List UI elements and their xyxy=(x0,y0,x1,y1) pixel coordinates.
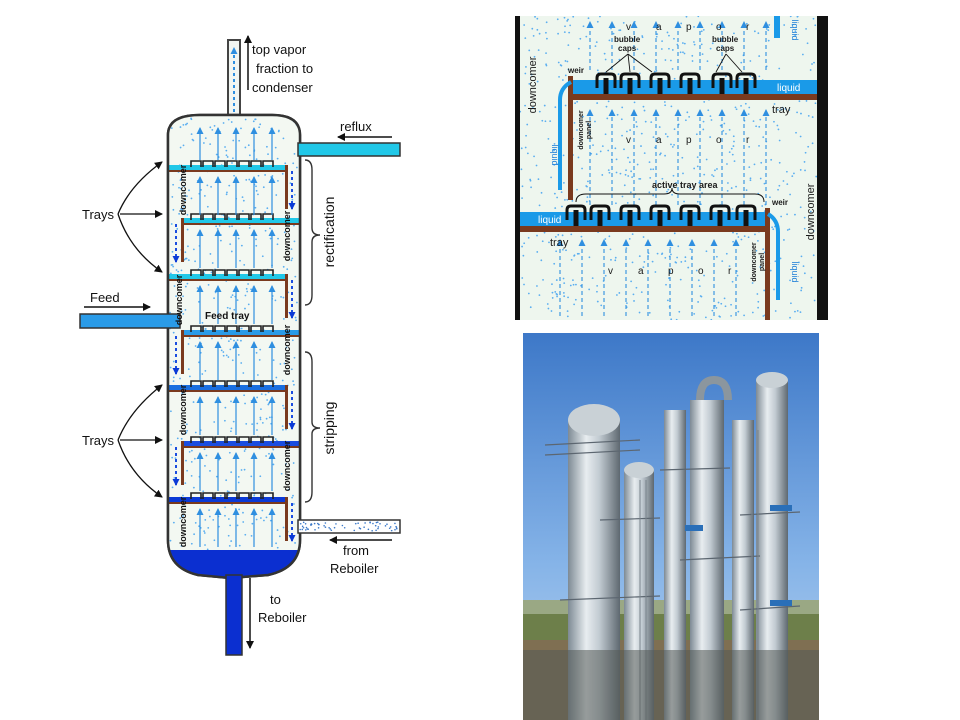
photo-column-5 xyxy=(732,420,754,720)
bubble-caps-right-label-2: caps xyxy=(716,44,735,53)
vapor-letter: v xyxy=(608,266,613,277)
photo-column-3 xyxy=(664,410,686,720)
column-diagram: top vapor fraction to condenser reflux F… xyxy=(79,35,401,656)
bubble-cap xyxy=(565,204,587,220)
bubble-cap xyxy=(679,204,701,220)
downcomer-panel-lower-label: downcomer xyxy=(751,242,758,282)
downcomer-label: downcomer xyxy=(178,164,188,215)
column-tray xyxy=(168,165,286,170)
downcomer-label: downcomer xyxy=(174,274,184,325)
to-label: to xyxy=(270,592,281,607)
downcomer-label: downcomer xyxy=(282,210,292,261)
vapor-letter: o xyxy=(716,135,722,146)
bubble-cap xyxy=(589,204,611,220)
bubble-cap xyxy=(619,204,641,220)
to-reboiler-label: Reboiler xyxy=(258,610,307,625)
vapor-letter: v xyxy=(626,22,631,33)
bubble-cap xyxy=(735,72,757,88)
vapor-letter: p xyxy=(686,22,692,33)
top-vapor-label: top vapor xyxy=(252,42,307,57)
tray-detail-diagram: bubble caps bubble caps weir liquid tray… xyxy=(515,16,828,320)
vapor-letter: p xyxy=(668,266,674,277)
bubble-cap xyxy=(679,72,701,88)
vapor-letter: o xyxy=(698,266,704,277)
from-label: from xyxy=(343,543,369,558)
bubble-caps-left-label-2: caps xyxy=(618,44,637,53)
column-tray xyxy=(168,385,286,390)
downcomer-left-label: downcomer xyxy=(527,56,539,113)
weir-upper-label: weir xyxy=(567,66,584,75)
vapor-letter: r xyxy=(746,135,750,146)
downcomer-label: downcomer xyxy=(178,496,188,547)
weir-lower-label: weir xyxy=(771,198,788,207)
liquid-upper-label: liquid xyxy=(777,83,800,94)
bubble-caps-left-label: bubble xyxy=(614,35,641,44)
lower-tray-liquid xyxy=(520,212,770,226)
vapor-letter: a xyxy=(638,266,644,277)
vapor-letter: a xyxy=(656,135,662,146)
downcomer-right-label: downcomer xyxy=(805,183,817,240)
bubble-cap xyxy=(619,72,641,88)
reflux-label: reflux xyxy=(340,119,372,134)
tray-lower-label: tray xyxy=(550,237,569,249)
feed-tray-label: Feed tray xyxy=(205,311,250,322)
vapor-letter: r xyxy=(746,22,750,33)
bubble-cap xyxy=(709,204,731,220)
from-reboiler-label: Reboiler xyxy=(330,561,379,576)
column-tray xyxy=(182,441,300,446)
distillation-columns-photo xyxy=(523,333,819,720)
liquid-left-label: liquid xyxy=(550,144,560,165)
vapor-letter: r xyxy=(728,266,732,277)
column-tray xyxy=(182,330,300,335)
liquid-lower-label: liquid xyxy=(538,215,561,226)
trays-lower-label: Trays xyxy=(82,433,115,448)
vapor-letter: o xyxy=(716,22,722,33)
upper-downcomer-panel xyxy=(568,100,573,200)
liquid-right-label: liquid xyxy=(790,261,800,282)
stripping-label: stripping xyxy=(321,402,337,455)
downcomer-panel-upper-label: downcomer xyxy=(578,110,585,150)
rectification-label: rectification xyxy=(321,197,337,268)
panel-upper-label: panel xyxy=(586,121,593,139)
reflux-pipe xyxy=(297,142,401,157)
active-tray-area-label: active tray area xyxy=(652,180,719,190)
bubble-cap xyxy=(595,72,617,88)
trays-upper-label: Trays xyxy=(82,207,115,222)
condenser-label: condenser xyxy=(252,80,313,95)
tray-upper-label: tray xyxy=(772,104,791,116)
fraction-to-label: fraction to xyxy=(256,61,313,76)
panel-lower-label: panel xyxy=(759,253,766,271)
column-tray xyxy=(168,274,286,279)
downcomer-label: downcomer xyxy=(282,324,292,375)
bubble-cap xyxy=(711,72,733,88)
lower-downcomer-panel xyxy=(765,232,770,320)
column-tray xyxy=(168,497,286,502)
vapor-letter: p xyxy=(686,135,692,146)
lower-tray-plate xyxy=(520,226,770,232)
bubble-caps-right-label: bubble xyxy=(712,35,739,44)
bubble-cap xyxy=(735,204,757,220)
downcomer-label: downcomer xyxy=(282,440,292,491)
feed-pipe xyxy=(79,313,181,329)
reboiler-return-pipe xyxy=(297,519,401,534)
bottom-outlet-pipe xyxy=(225,574,243,656)
bubble-cap xyxy=(649,204,671,220)
upper-tray-plate xyxy=(570,94,817,100)
vapor-letter: a xyxy=(656,22,662,33)
bubble-cap xyxy=(649,72,671,88)
vapor-letter: v xyxy=(626,135,631,146)
column-tray xyxy=(182,218,300,223)
liquid-top-right-label: liquid xyxy=(790,19,800,40)
downcomer-label: downcomer xyxy=(178,384,188,435)
feed-label: Feed xyxy=(90,290,120,305)
